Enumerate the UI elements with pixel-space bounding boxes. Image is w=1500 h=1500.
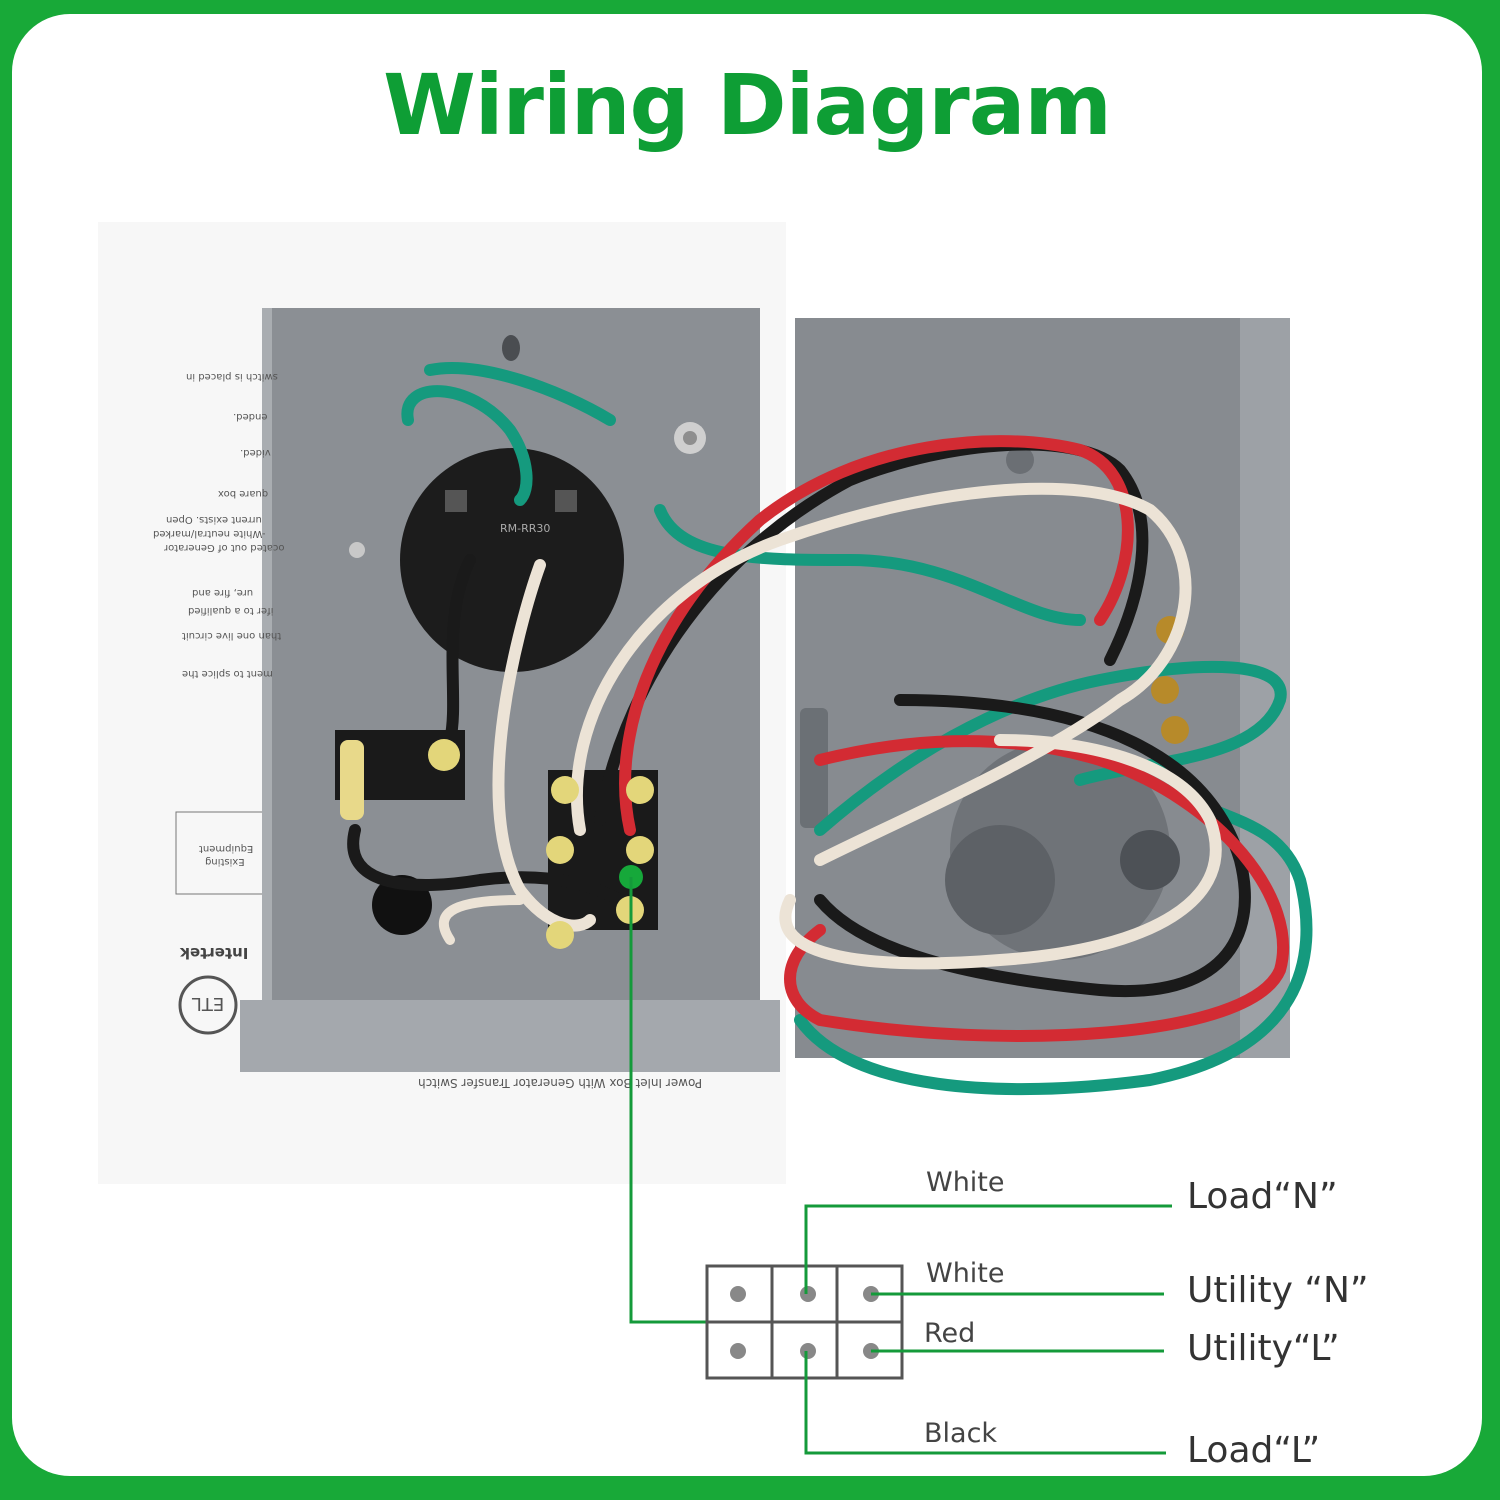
lead-line-load-n [804,1204,1172,1294]
etl-logo-icon [178,975,238,1035]
page-title: Wiring Diagram [383,56,1112,154]
inlet-model-label: RM-RR30 [500,522,550,535]
lead-line-load-l [804,1351,1166,1455]
terminal-dot [730,1286,746,1302]
terminal-dot [800,1343,816,1359]
mount-hole [502,335,520,361]
terminal-dot [730,1343,746,1359]
terminal-label: Utility“L” [1187,1328,1340,1369]
left-box-flange [240,1000,780,1072]
terminal-label: Utility “N” [1187,1270,1369,1311]
wire-color-label: Black [924,1418,998,1449]
terminal-label: Load“N” [1187,1176,1338,1217]
terminal-dot [800,1286,816,1302]
wire-color-label: White [926,1167,1005,1198]
wire-color-label: Red [924,1318,976,1349]
callout-line [629,877,707,1324]
wire-color-label: White [926,1258,1005,1289]
svg-text:ETL: ETL [192,993,224,1014]
terminal-label: Load“L” [1187,1430,1321,1471]
